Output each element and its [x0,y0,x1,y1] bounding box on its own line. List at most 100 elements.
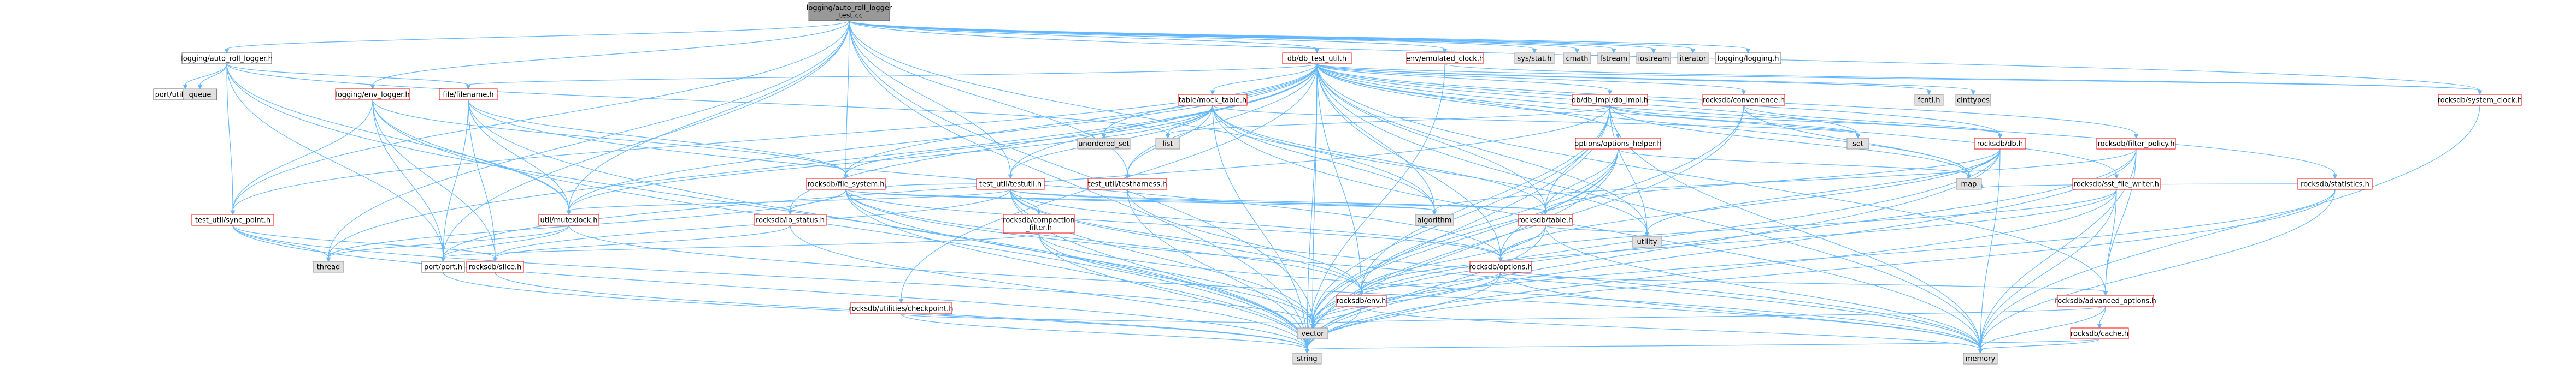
node-table-mock-table-h[interactable]: table/mock_table.h [1178,94,1248,106]
node-rocksdb-options-h[interactable]: rocksdb/options.h [1469,261,1532,273]
node-rocksdb-io-status-h[interactable]: rocksdb/io_status.h [754,214,827,226]
node-label: logging/env_logger.h [336,91,410,99]
edge-arrowhead [440,257,446,262]
edge-arrowhead [1690,49,1696,54]
dependency-edge [1212,105,1859,135]
dependency-edge [232,225,1308,350]
edge-arrowhead [1210,90,1215,96]
node-box [1914,94,1944,106]
dependency-edge [1307,225,1546,350]
dependency-edge [849,20,1318,50]
node-label: rocksdb/io_status.h [756,217,825,225]
node-test-util-testharness-h[interactable]: test_util/testharness.h [1087,178,1167,190]
node-label: unordered_set [1078,140,1129,148]
dependency-edge [372,99,846,175]
node-cinttypes: cinttypes [1955,94,1991,106]
node-db-db-impl-db-impl-h[interactable]: db/db_impl/db_impl.h [1572,94,1648,106]
dependency-edge [1545,148,2001,211]
edge-arrowhead [1607,90,1613,96]
node-label: rocksdb/utilities/checkpoint.h [849,305,954,313]
edge-arrowhead [1101,134,1107,139]
dependency-edge [468,99,569,211]
edge-arrowhead [1543,210,1548,216]
node-label: rocksdb/advanced_options.h [2055,297,2156,306]
node-rocksdb-slice-h[interactable]: rocksdb/slice.h [466,261,524,273]
node-logging-env-logger-h[interactable]: logging/env_logger.h [335,88,410,100]
node-rocksdb-cache-h[interactable]: rocksdb/cache.h [2070,327,2129,339]
dependency-edge [901,313,1313,325]
node-rocksdb-table-h[interactable]: rocksdb/table.h [1518,214,1573,226]
node-rocksdb-file-system-h[interactable]: rocksdb/file_system.h [806,178,886,190]
node-rocksdb-convenience-h[interactable]: rocksdb/convenience.h [1702,94,1785,106]
edge-arrowhead [1314,49,1320,54]
node-box [2096,138,2176,150]
node-db-db-test-util-h[interactable]: db/db_test_util.h [1282,52,1352,64]
dependency-edge [1609,105,1969,175]
node-rocksdb-sst-file-writer-h[interactable]: rocksdb/sst_file_writer.h [2072,178,2161,190]
node-label: rocksdb/cache.h [2071,330,2128,338]
node-box [335,88,410,100]
node-rocksdb-compaction-filter-h[interactable]: rocksdb/compaction_filter.h [1003,214,1075,234]
dependency-edge [1307,189,2117,350]
edge-arrowhead [1978,349,1983,354]
node-box [181,52,272,64]
dependency-edge [468,99,1308,350]
node-test-util-sync-point-h[interactable]: test_util/sync_point.h [191,214,274,226]
dependency-edge [232,99,373,211]
node-env-emulated-clock-h[interactable]: env/emulated_clock.h [1406,52,1484,64]
edge-arrowhead [1358,291,1364,296]
dependency-edge [468,63,1318,86]
node-box [1297,327,1328,339]
dependency-edge [1312,148,2137,325]
dependency-edge [232,225,1313,325]
dependency-edge [1980,189,2117,350]
dependency-edge [1038,232,1308,350]
node-logging-logging-h[interactable]: logging/logging.h [1715,52,1781,64]
dependency-edge [1361,306,1981,350]
node-box [1003,214,1075,234]
node-rocksdb-db-h[interactable]: rocksdb/db.h [1974,138,2026,150]
node-logging-auto-roll-logger-h[interactable]: logging/auto_roll_logger.h [181,52,273,64]
node-rocksdb-env-h[interactable]: rocksdb/env.h [1336,295,1387,307]
edge-arrowhead [1574,49,1580,54]
node-rocksdb-filter-policy-h[interactable]: rocksdb/filter_policy.h [2096,138,2176,150]
node-file-filename-h[interactable]: file/filename.h [439,88,498,100]
node-label: db/db_test_util.h [1287,55,1346,63]
dependency-edge [1618,148,1969,175]
dependency-edge [1212,105,1308,350]
edge-arrowhead [843,174,849,180]
node-label: rocksdb/compaction [1003,217,1074,225]
node-label: table/mock_table.h [1179,97,1246,105]
node-box [976,178,1045,190]
dependency-edge [1316,63,2106,292]
node-thread: thread [313,261,344,273]
node-options-options-helper-h[interactable]: options/options_helper.h [1574,138,1662,150]
dependency-edge [232,225,329,258]
node-rocksdb-utilities-checkpoint-h[interactable]: rocksdb/utilities/checkpoint.h [849,302,954,314]
dependency-edge [1038,232,1981,350]
node-rocksdb-statistics-h[interactable]: rocksdb/statistics.h [2297,178,2373,190]
node-box [754,214,827,226]
node-test-util-testutil-h[interactable]: test_util/testutil.h [976,178,1045,190]
node-root[interactable]: logging/auto_roll_logger_test.cc [807,2,892,21]
node-label: _test.cc [835,12,863,20]
node-box [806,178,886,190]
node-algorithm: algorithm [1415,214,1454,226]
node-util-mutexlock-h[interactable]: util/mutexlock.h [538,214,599,226]
node-label: queue [189,91,211,99]
node-port-port-h[interactable]: port/port.h [421,261,465,273]
node-rocksdb-system-clock-h[interactable]: rocksdb/system_clock.h [2438,94,2522,106]
dependency-edge [328,20,850,258]
edge-arrowhead [1532,49,1537,54]
node-rocksdb-advanced-options-h[interactable]: rocksdb/advanced_options.h [2055,295,2156,307]
dependency-edge [1307,148,1619,350]
dependency-edge [845,189,1546,211]
dependency-edge [1361,189,2117,292]
node-box [2057,295,2154,307]
node-box [1087,178,1167,190]
edge-arrowhead [492,257,498,262]
edge-arrowhead [370,85,375,90]
node-label: fstream [1600,55,1627,63]
node-label: fcntl.h [1918,97,1940,105]
node-sys-stat-h: sys/stat.h [1514,52,1555,64]
